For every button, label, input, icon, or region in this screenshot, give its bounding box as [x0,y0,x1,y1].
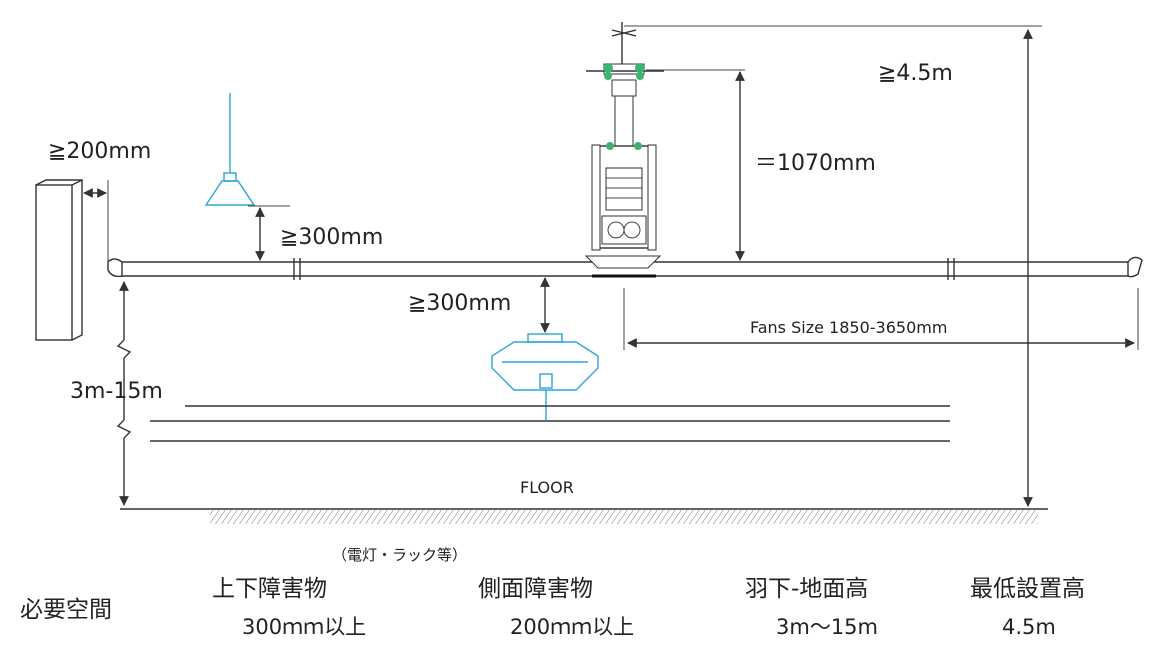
fan-blade [107,256,1143,280]
col-min-height-value: 4.5m [1002,615,1056,639]
fan-size-dimension: Fans Size 1850-3650mm [623,288,1139,350]
col-side-obstacle-value: 200ｍｍ以上 [510,615,634,639]
pendant-lamp [204,93,256,206]
motor-height-label: ＝1070mm [755,151,876,176]
col-blade-floor-value: 3m～15m [776,615,878,639]
motor-height-dimension: ＝1070mm [646,69,876,261]
min-install-height-label: ≧4.5m [878,61,953,86]
bolt-markers [603,63,645,150]
min-install-height-dimension: ≧4.5m [624,25,1042,507]
table-row-title: 必要空間 [20,597,112,623]
col-vertical-obstacle-title: 上下障害物 [212,576,327,602]
col-vertical-obstacle-value: 300ｍｍ以上 [242,615,366,639]
blade-to-floor-label: 3m-15m [70,379,163,404]
blade-to-floor-dimension: 3m-15m [70,281,163,506]
wall-clearance-dimension: ≧200mm [48,139,151,262]
rack-lines [150,405,950,442]
col-min-height-title: 最低設置高 [970,576,1085,602]
lower-clearance-label: ≧300mm [408,291,511,316]
upper-clearance-dimension: ≧300mm [248,205,383,261]
requirements-table: 必要空間 （電灯・ラック等） 上下障害物 300ｍｍ以上 側面障害物 200ｍｍ… [20,546,1085,639]
lower-clearance-dimension: ≧300mm [408,277,550,333]
col-side-obstacle-title: 側面障害物 [478,576,593,602]
lower-lamp-fixture [491,333,599,420]
wall [35,179,83,341]
floor-label: FLOOR [520,478,574,497]
col-blade-floor-title: 羽下-地面高 [745,576,868,602]
floor: FLOOR [120,478,1048,524]
table-note: （電灯・ラック等） [332,546,467,564]
fan-size-label: Fans Size 1850-3650mm [750,318,947,337]
fan-motor-assembly [584,22,664,278]
wall-clearance-label: ≧200mm [48,139,151,164]
upper-clearance-label: ≧300mm [280,225,383,250]
